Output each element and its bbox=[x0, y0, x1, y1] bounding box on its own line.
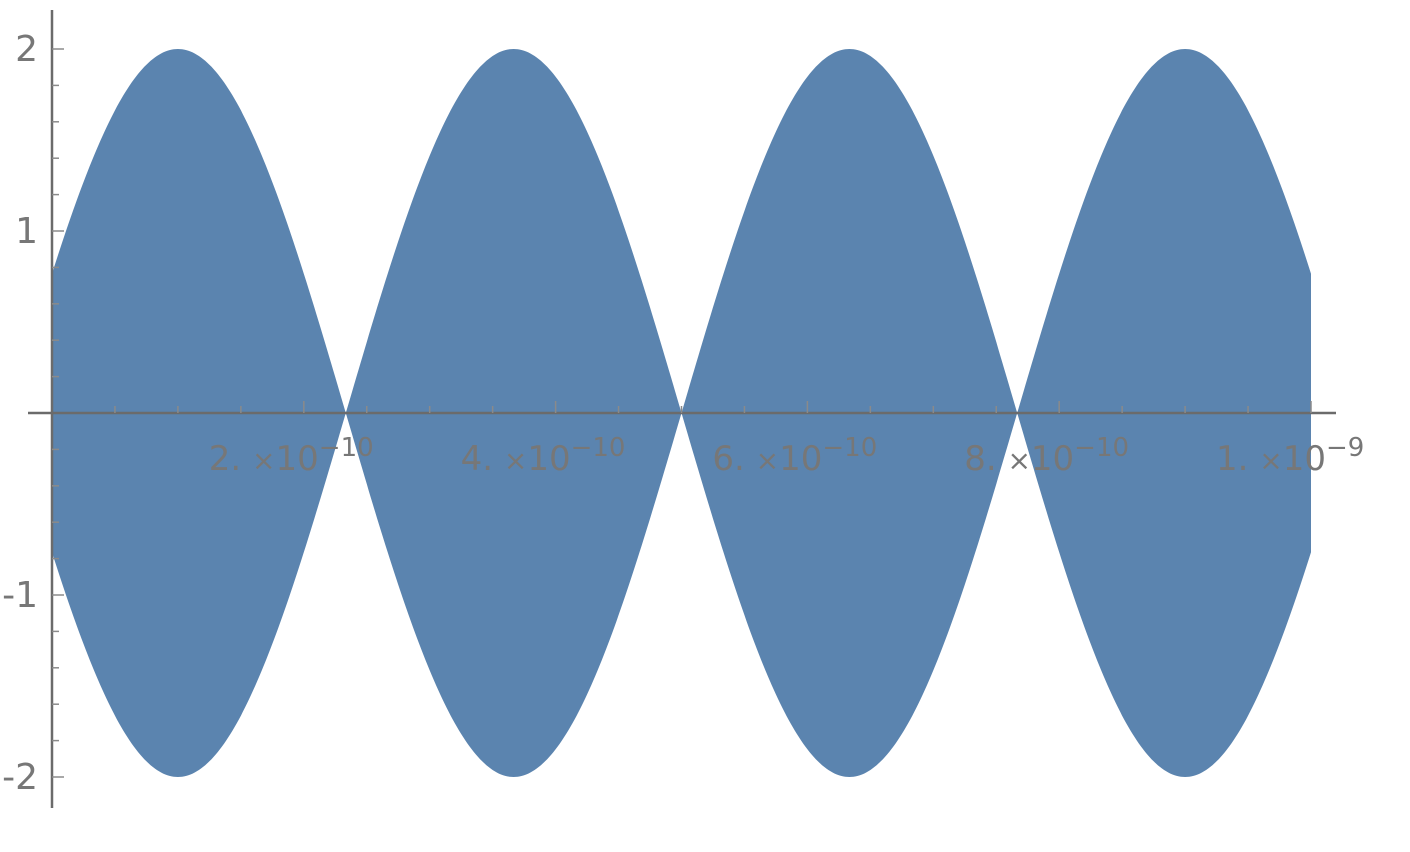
x-tick-mantissa: 2. bbox=[209, 439, 252, 479]
x-tick-exponent: −10 bbox=[1074, 433, 1129, 463]
x-tick-label: 8. ×10−10 bbox=[964, 433, 1129, 479]
x-tick-base: 10 bbox=[779, 439, 822, 479]
y-tick-label: 2 bbox=[15, 29, 38, 70]
x-tick-label: 1. ×10−9 bbox=[1216, 433, 1364, 479]
ticks-layer bbox=[52, 48, 1312, 778]
x-tick-exponent: −9 bbox=[1326, 433, 1364, 463]
x-tick-mantissa: 6. bbox=[712, 439, 755, 479]
x-tick-base: 10 bbox=[1031, 439, 1074, 479]
x-tick-mantissa: 4. bbox=[461, 439, 504, 479]
x-tick-exponent: −10 bbox=[571, 433, 626, 463]
x-tick-mantissa: 8. bbox=[964, 439, 1007, 479]
x-tick-exponent: −10 bbox=[822, 433, 877, 463]
x-tick-times: × bbox=[1007, 444, 1030, 477]
x-tick-label: 2. ×10−10 bbox=[209, 433, 374, 479]
x-tick-exponent: −10 bbox=[319, 433, 374, 463]
x-tick-base: 10 bbox=[1283, 439, 1326, 479]
x-tick-times: × bbox=[504, 444, 527, 477]
x-tick-base: 10 bbox=[527, 439, 570, 479]
x-tick-times: × bbox=[252, 444, 275, 477]
x-tick-mantissa: 1. bbox=[1216, 439, 1259, 479]
y-tick-label: -2 bbox=[2, 757, 38, 798]
x-tick-base: 10 bbox=[276, 439, 319, 479]
x-tick-label: 4. ×10−10 bbox=[461, 433, 626, 479]
y-tick-label: -1 bbox=[2, 575, 38, 616]
x-tick-times: × bbox=[756, 444, 779, 477]
x-tick-label: 6. ×10−10 bbox=[712, 433, 877, 479]
x-tick-times: × bbox=[1259, 444, 1282, 477]
y-tick-label: 1 bbox=[15, 211, 38, 252]
